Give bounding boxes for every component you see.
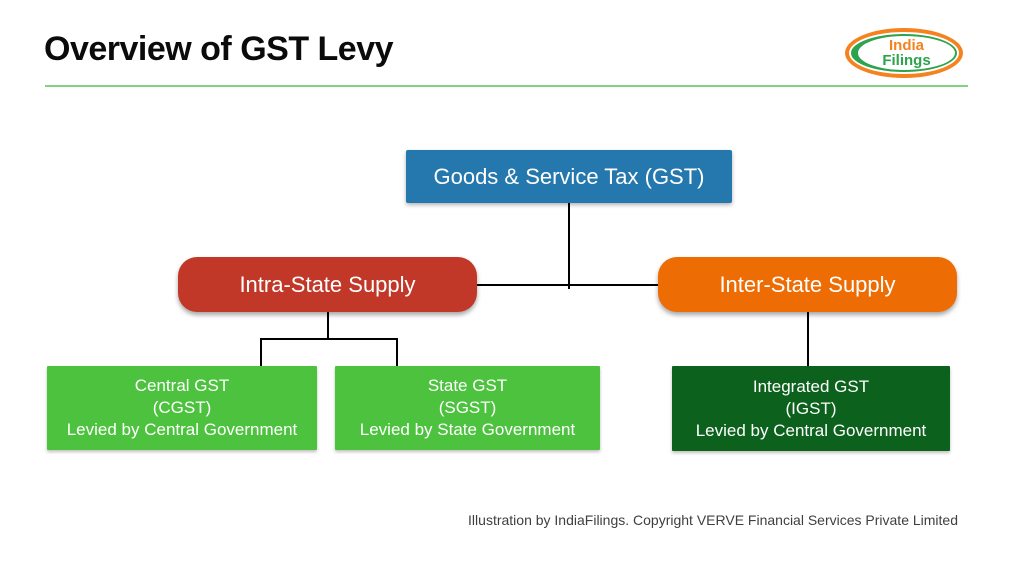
connector-leaf-crossbar (260, 338, 398, 340)
node-gst-root-label: Goods & Service Tax (GST) (433, 163, 705, 189)
copyright-footer: Illustration by IndiaFilings. Copyright … (468, 512, 958, 528)
node-integrated-gst-line1: Integrated GST (752, 376, 870, 396)
node-central-gst: Central GST (CGST) Levied by Central Gov… (47, 366, 317, 450)
node-central-gst-line3: Levied by Central Government (66, 420, 298, 439)
node-integrated-gst: Integrated GST (IGST) Levied by Central … (672, 366, 950, 451)
connector-root-vertical (568, 203, 570, 289)
node-integrated-gst-line2: (IGST) (785, 398, 837, 418)
node-gst-root: Goods & Service Tax (GST) (406, 150, 732, 203)
node-state-gst-line1: State GST (427, 376, 508, 395)
node-state-gst-line2: (SGST) (438, 398, 497, 417)
node-central-gst-line2: (CGST) (152, 398, 212, 417)
connector-sgst-vertical (396, 338, 398, 367)
node-central-gst-line1: Central GST (134, 376, 230, 395)
node-inter-state-label: Inter-State Supply (719, 271, 896, 297)
node-state-gst: State GST (SGST) Levied by State Governm… (335, 366, 600, 450)
connector-branch-crossbar (477, 284, 658, 286)
logo-oval-icon: India Filings (851, 34, 957, 72)
title-underline (45, 85, 968, 87)
logo-text-india: India (888, 37, 924, 54)
page-title: Overview of GST Levy (44, 30, 394, 68)
logo-text-filings: Filings (882, 52, 931, 69)
connector-cgst-vertical (260, 338, 262, 367)
node-intra-state-label: Intra-State Supply (239, 271, 416, 297)
node-intra-state-supply: Intra-State Supply (178, 257, 477, 312)
node-state-gst-line3: Levied by State Government (359, 420, 576, 439)
node-inter-state-supply: Inter-State Supply (658, 257, 957, 312)
indiafilings-logo: India Filings (845, 28, 963, 78)
node-integrated-gst-line3: Levied by Central Government (695, 420, 927, 440)
connector-intra-vertical (327, 312, 329, 340)
connector-igst-vertical (807, 312, 809, 367)
